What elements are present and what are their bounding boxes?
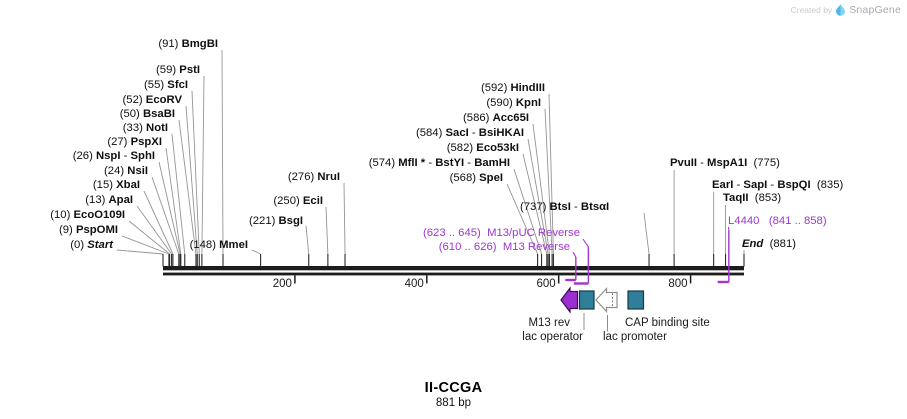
site-leader-noti (171, 133, 186, 255)
site-label-nspi-sphi[interactable]: (26) NspI - SphI (73, 150, 155, 162)
site-label-mfli-bstyi-bamhi[interactable]: (574) MflI * - BstYI - BamHI (369, 157, 510, 169)
site-leader-ecorv (185, 105, 198, 255)
site-label-nsii[interactable]: (24) NsiI (104, 165, 148, 177)
site-label-sfci[interactable]: (55) SfcI (144, 79, 188, 91)
primer-leader-m13-reverse (572, 251, 577, 258)
primer-label-m13-puc-reverse[interactable]: (623 .. 645) M13/pUC Reverse (423, 227, 580, 239)
site-label-btsi-btsai[interactable]: (737) BtsI - BtsαI (520, 201, 609, 213)
primer-label-l4440[interactable]: L4440 (841 .. 858) (728, 215, 827, 227)
site-label-start[interactable]: (0) Start (70, 239, 114, 251)
feature-arrow-lac-promoter[interactable] (595, 286, 618, 314)
site-leader-bmgbi (221, 49, 224, 255)
watermark: Created by SnapGene (791, 4, 901, 16)
m13-rev-label[interactable]: M13 rev (528, 317, 570, 329)
scale-tick-label-400: 400 (405, 278, 424, 290)
site-label-noti[interactable]: (33) NotI (123, 122, 168, 134)
site-label-apai[interactable]: (13) ApaI (85, 194, 133, 206)
feature-box-lac-operator[interactable] (578, 290, 595, 310)
primers[interactable]: (623 .. 645) M13/pUC Reverse (610 .. 626)… (423, 215, 827, 285)
sequence-line-bottom (163, 272, 744, 276)
primer-label-m13-reverse[interactable]: (610 .. 626) M13 Reverse (439, 241, 570, 253)
site-leader-saci-bsihkai (527, 138, 549, 255)
site-label-taqii[interactable]: TaqII (853) (723, 192, 781, 204)
construct-length: 881 bp (435, 397, 472, 409)
site-leader-mfli-bstyi-bamhi (513, 168, 542, 255)
primer-m13-reverse[interactable]: (610 .. 626) M13 Reverse (439, 241, 577, 282)
site-label-pspxi[interactable]: (27) PspXI (107, 136, 162, 148)
site-leader-xbai (143, 190, 174, 255)
scale-tick-label-800: 800 (668, 278, 687, 290)
title-block: II-CCGA 881 bp (0, 380, 907, 409)
feature-box-cap-binding-site[interactable] (627, 290, 645, 310)
site-label-ecii[interactable]: (250) EciI (273, 195, 323, 207)
snapgene-logo-icon (836, 4, 846, 16)
site-label-kpni[interactable]: (590) KpnI (486, 97, 541, 109)
site-label-pspomi[interactable]: (9) PspOMI (59, 224, 118, 236)
site-leader-psti (201, 75, 205, 255)
site-leader-hindiii (548, 93, 554, 255)
site-leader-kpni (544, 108, 553, 255)
site-label-nrui[interactable]: (276) NruI (288, 171, 340, 183)
primer-l4440[interactable]: L4440 (841 .. 858) (717, 215, 827, 284)
site-labels: (0) Start (9) PspOMI (10) EcoO109I (13) Apa… (50, 38, 843, 251)
lac-operator-label[interactable]: lac operator (522, 331, 583, 343)
site-leader-acc65i (532, 123, 550, 255)
site-leader-pspomi (121, 235, 170, 255)
site-leader-ecoo109i (128, 220, 170, 255)
site-label-bsabi[interactable]: (50) BsaBI (120, 108, 175, 120)
sequence-line (163, 266, 744, 276)
watermark-created-by: Created by (790, 5, 833, 15)
site-label-psti[interactable]: (59) PstI (156, 64, 200, 76)
site-leader-btsi-btsai (643, 212, 650, 255)
features[interactable]: M13 rev lac operator CAP binding site lac p… (522, 286, 710, 343)
site-leader-sfci (191, 90, 200, 255)
feature-cap-binding-site[interactable] (627, 290, 645, 310)
site-leader-nsii (151, 176, 180, 255)
feature-m13-rev[interactable] (560, 286, 579, 314)
site-label-acc65i[interactable]: (586) Acc65I (463, 112, 529, 124)
site-label-ecorv[interactable]: (52) EcoRV (123, 94, 183, 106)
site-leader-mmei (251, 249, 261, 255)
site-label-end[interactable]: End (881) (742, 238, 796, 250)
site-label-spei[interactable]: (568) SpeI (450, 172, 503, 184)
primer-leader-m13-puc-reverse (582, 238, 589, 248)
construct-name: II-CCGA (424, 380, 483, 396)
scale-tick-label-600: 600 (536, 278, 555, 290)
site-label-hindiii[interactable]: (592) HindIII (481, 82, 545, 94)
primer-m13-puc-reverse[interactable]: (623 .. 645) M13/pUC Reverse (423, 227, 590, 285)
site-leader-bsgi (305, 225, 310, 255)
scale-tick-label-200: 200 (273, 278, 292, 290)
site-label-xbai[interactable]: (15) XbaI (93, 179, 140, 191)
feature-lac-operator[interactable] (578, 290, 595, 310)
site-leader-ecii (325, 206, 329, 255)
site-label-mmei[interactable]: (148) MmeI (190, 239, 248, 251)
watermark-brand: SnapGene (849, 4, 901, 16)
site-label-pvuii-mspa1i[interactable]: PvuII - MspA1I (775) (670, 157, 780, 169)
feature-lac-promoter[interactable] (595, 286, 618, 314)
site-leader-nrui (343, 182, 346, 255)
sequence-line-top (163, 266, 744, 271)
site-label-ecoo109i[interactable]: (10) EcoO109I (50, 209, 125, 221)
site-leader-nspi-sphi (158, 161, 181, 255)
site-label-saci-bsihkai[interactable]: (584) SacI - BsiHKAI (416, 127, 524, 139)
site-leaders (116, 49, 745, 267)
lac-promoter-label[interactable]: lac promoter (603, 331, 667, 343)
site-label-bsgi[interactable]: (221) BsgI (249, 215, 303, 227)
scale-ticks: 200 400 600 800 (273, 275, 692, 290)
site-leader-bsabi (178, 119, 197, 255)
site-leader-apai (136, 205, 172, 255)
site-leader-eco53ki (522, 153, 548, 255)
site-leader-spei (506, 183, 538, 255)
site-label-eari-sapi-bspqi[interactable]: EarI - SapI - BspQI (835) (712, 179, 843, 191)
site-label-eco53ki[interactable]: (582) Eco53kI (447, 142, 519, 154)
site-leader-start (116, 249, 164, 255)
site-leader-pspxi (165, 147, 182, 255)
site-label-bmgbi[interactable]: (91) BmgBI (158, 38, 218, 50)
feature-arrow-m13-rev[interactable] (560, 286, 579, 314)
cap-binding-site-label[interactable]: CAP binding site (625, 317, 710, 329)
